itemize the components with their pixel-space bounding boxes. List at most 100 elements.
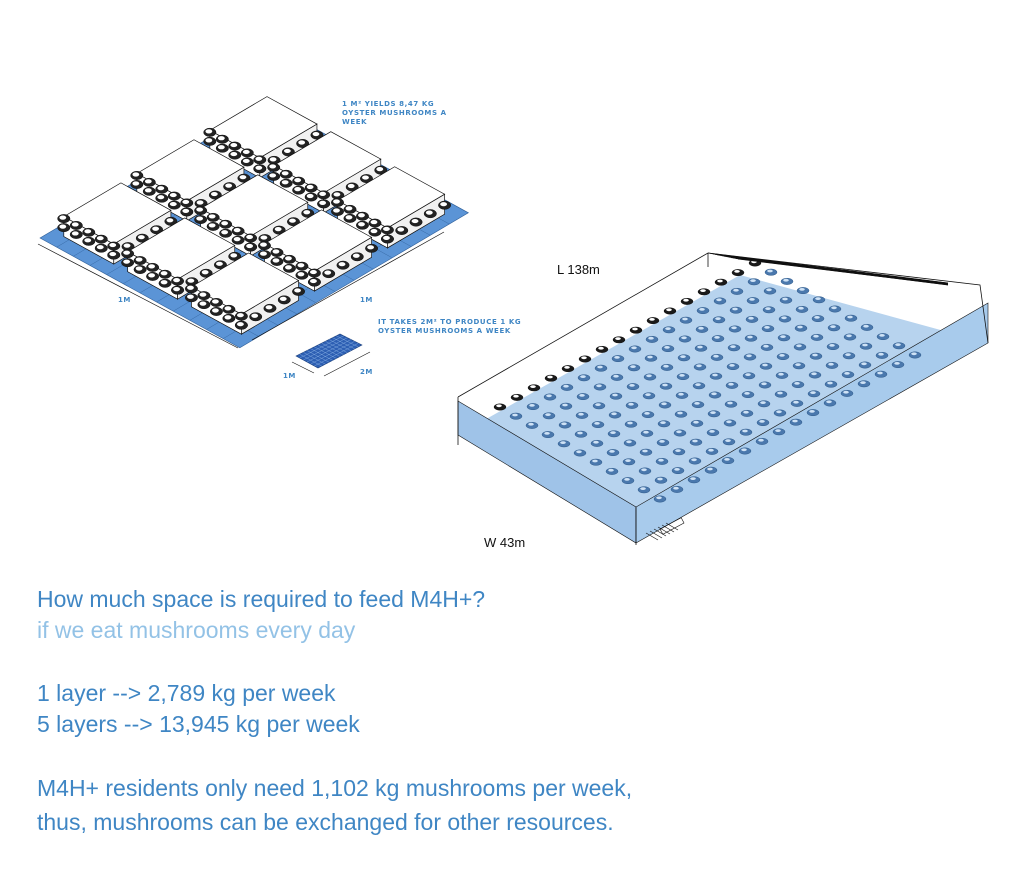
mushroom-shelf-top <box>663 364 669 368</box>
mushroom-gill <box>173 287 180 292</box>
mushroom-shelf-top <box>750 279 756 282</box>
small-grid-length-label: 2M <box>360 368 373 376</box>
mushroom-shelf-top <box>581 356 587 360</box>
mushroom-shelf-top <box>691 458 697 462</box>
mushroom-gill <box>281 171 289 176</box>
mushroom-shelf-top <box>696 364 702 368</box>
mushroom-shelf-top <box>765 307 771 310</box>
stair-step <box>653 528 667 537</box>
roof-rib <box>737 258 949 286</box>
stair-landing <box>659 517 685 535</box>
mushroom-gill <box>157 195 165 200</box>
small-grid-2m2 <box>295 333 363 369</box>
mushroom-shelf-top <box>792 419 798 423</box>
mushroom-gill <box>205 129 213 134</box>
mushroom-shelf-top <box>827 381 833 385</box>
mushroom-gill <box>383 226 390 232</box>
mushroom-shelf-top <box>732 307 738 311</box>
mushroom-gill <box>173 278 180 283</box>
mushroom-gill <box>71 222 79 227</box>
mushroom-gill <box>345 215 353 220</box>
greenhouse-outline <box>457 252 989 398</box>
dimension-label-right: 1M <box>360 296 373 304</box>
mushroom-gill <box>310 278 317 284</box>
mushroom-shelf-top <box>797 325 803 329</box>
mushroom-gill <box>294 187 302 192</box>
mushroom-shelf-top <box>863 324 869 328</box>
mushroom-shelf-top <box>815 297 821 300</box>
mushroom-gill <box>246 243 254 249</box>
mushroom-shelf-top <box>594 422 600 425</box>
mushroom-shelf-top <box>625 459 631 462</box>
mushroom-shelf-top <box>649 318 655 321</box>
mushroom-shelf-top <box>812 353 818 357</box>
mushroom-shelf-top <box>734 270 740 273</box>
greenhouse-illustration <box>457 252 989 545</box>
mushroom-gill <box>221 230 229 235</box>
small-grid-line <box>303 337 348 361</box>
mushroom-shelf-top <box>860 381 866 384</box>
mushroom-shelf-top <box>843 390 849 394</box>
mushroom-shelf-top <box>764 326 770 329</box>
mushroom-gill <box>109 242 117 248</box>
mushroom-shelf-top <box>794 382 800 385</box>
mushroom-shelf-top <box>830 325 836 328</box>
mushroom-gill <box>135 266 143 271</box>
mushroom-shelf-top <box>564 366 570 369</box>
mushroom-gill <box>285 256 292 261</box>
mushroom-shelf-top <box>561 422 567 426</box>
mushroom-gill <box>205 138 213 143</box>
mushroom-gill <box>260 242 267 247</box>
dimension-line <box>37 243 239 349</box>
mushroom-gill <box>148 264 156 269</box>
mushroom-gill <box>169 201 177 207</box>
mushroom-shelf-top <box>845 353 851 356</box>
mushroom-gill <box>324 270 332 275</box>
stair-step <box>649 530 663 539</box>
mushroom-shelf-top <box>681 336 687 340</box>
mushroom-gill <box>255 156 263 161</box>
mushroom-gill <box>367 245 374 250</box>
question-heading: How much space is required to feed M4H+? <box>37 586 486 612</box>
mushroom-shelf-top <box>660 421 666 424</box>
mushroom-gill <box>269 173 277 178</box>
mushroom-shelf-top <box>733 288 739 292</box>
mushroom-shelf-top <box>530 385 536 388</box>
mushroom-shelf-top <box>677 411 683 415</box>
mushroom-gill <box>352 253 360 258</box>
mushroom-gill <box>297 272 305 277</box>
mushroom-gill <box>338 262 346 267</box>
subtitle: if we eat mushrooms every day <box>37 617 356 643</box>
mushroom-gill <box>160 271 168 276</box>
mushroom-shelf-top <box>911 352 917 356</box>
mushroom-shelf-top <box>895 343 901 346</box>
mushroom-gill <box>230 151 238 157</box>
mushroom-shelf-top <box>744 392 750 395</box>
mushroom-shelf-top <box>712 373 718 377</box>
mushroom-shelf-top <box>643 430 649 434</box>
mushroom-gill <box>358 213 365 218</box>
mushroom-gill <box>71 231 79 236</box>
mushroom-shelf-top <box>829 344 835 347</box>
mushroom-shelf-top <box>630 365 636 368</box>
mushroom-shelf-top <box>563 384 569 388</box>
mushroom-gill <box>260 235 268 240</box>
mushroom-gill <box>84 238 92 243</box>
mushroom-shelf-top <box>529 404 535 407</box>
mushroom-gill <box>59 215 67 220</box>
mushroom-gill <box>84 229 92 234</box>
mushroom-shelf-top <box>714 336 720 339</box>
mushroom-shelf-top <box>779 354 785 357</box>
mushroom-shelf-top <box>813 334 819 338</box>
mushroom-gill <box>269 164 277 169</box>
mushroom-gill <box>182 199 190 205</box>
mushroom-gill <box>109 251 117 257</box>
mushroom-gill <box>157 186 165 191</box>
mushroom-shelf-top <box>707 467 713 471</box>
mushroom-gill <box>196 200 204 205</box>
dimension-line <box>291 361 315 374</box>
mushroom-shelf-top <box>610 431 616 434</box>
mushroom-gill <box>306 184 314 190</box>
mushroom-shelf-top <box>727 401 733 405</box>
mushroom-shelf-top <box>828 362 834 366</box>
